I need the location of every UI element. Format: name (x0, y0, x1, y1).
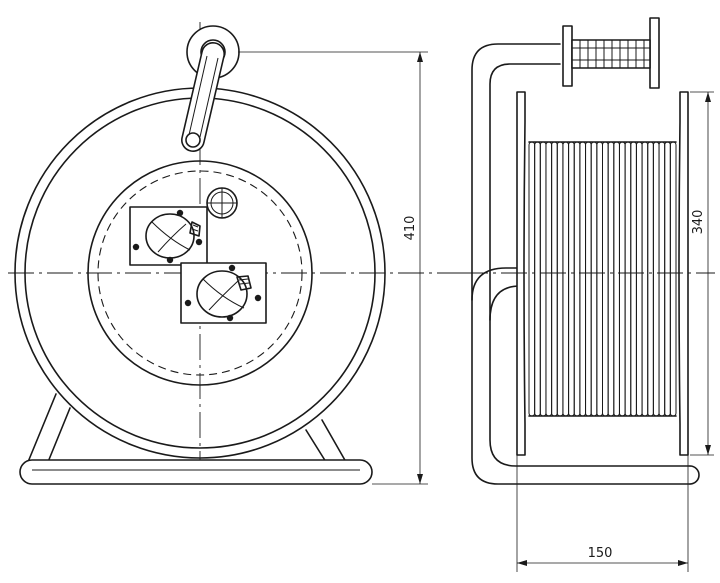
side-view: 340 150 (462, 17, 715, 572)
left-flange (516, 91, 526, 456)
cable-winding (635, 141, 643, 417)
cable-coil (528, 141, 677, 417)
cable-winding (528, 141, 536, 417)
frame-tube (471, 43, 700, 485)
crank-handle (562, 17, 660, 89)
cable-winding (562, 141, 570, 417)
crank-arm (181, 42, 225, 152)
width-dimension: 150 (516, 455, 689, 572)
reset-button-icon (206, 187, 238, 219)
diameter-dimension-label: 340 (691, 210, 706, 235)
cable-winding (573, 141, 581, 417)
cable-winding (652, 141, 660, 417)
hub-dashed-circle (97, 170, 303, 376)
cable-winding (579, 141, 587, 417)
cable-winding (534, 141, 541, 417)
cable-winding (613, 141, 620, 417)
cable-winding (647, 141, 654, 417)
cable-winding (602, 141, 609, 417)
width-dimension-label: 150 (588, 546, 613, 561)
cable-winding (664, 141, 671, 417)
height-dimension-label: 410 (403, 216, 418, 241)
cable-winding (539, 141, 547, 417)
cable-winding (669, 141, 677, 417)
cable-winding (551, 141, 558, 417)
cable-winding (556, 141, 564, 417)
cable-winding (568, 141, 575, 417)
base-stand (19, 393, 373, 485)
cable-winding (596, 141, 603, 417)
cable-winding (590, 141, 598, 417)
height-dimension: 410 (238, 51, 428, 485)
socket-1 (129, 206, 208, 266)
cable-winding (641, 141, 649, 417)
right-flange (678, 91, 689, 456)
hub-outer-circle (87, 160, 313, 386)
front-view: 410 (8, 22, 470, 485)
cable-winding (545, 141, 553, 417)
cable-winding (585, 141, 592, 417)
socket-2 (180, 262, 267, 324)
cable-winding (630, 141, 637, 417)
diameter-dimension: 340 (690, 91, 714, 456)
cable-winding (618, 141, 626, 417)
cable-winding (607, 141, 615, 417)
cable-winding (658, 141, 666, 417)
cable-winding (624, 141, 632, 417)
